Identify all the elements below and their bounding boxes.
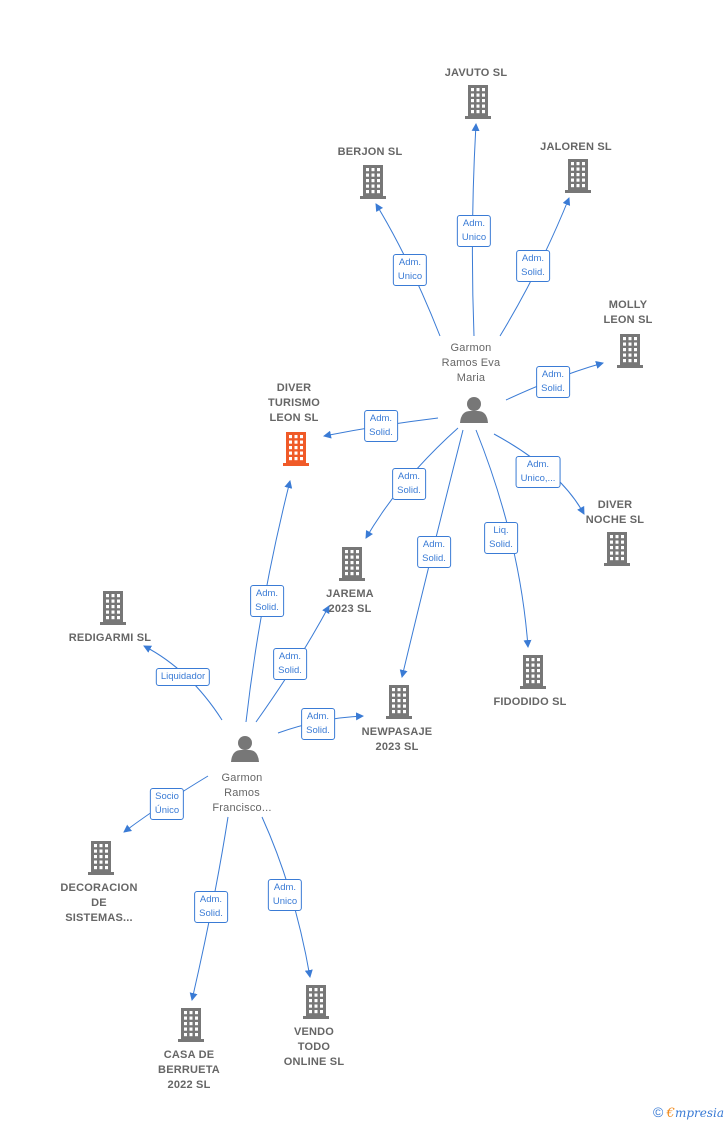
node-label-redigarmi[interactable]: REDIGARMI SL <box>68 632 152 644</box>
edge-label-eva-divernoche: Adm. Unico,... <box>515 456 561 488</box>
building-icon-decoracion[interactable] <box>88 841 114 875</box>
node-label-eva[interactable]: Garmon Ramos Eva Maria <box>441 342 501 384</box>
edge-label-francisco-redigarmi: Liquidador <box>155 668 211 686</box>
node-label-javuto[interactable]: JAVUTO SL <box>444 67 508 79</box>
node-label-decoracion[interactable]: DECORACION DE SISTEMAS... <box>60 882 138 924</box>
node-label-molly[interactable]: MOLLY LEON SL <box>603 299 653 326</box>
empresia-logo-text: mpresia <box>674 1106 724 1120</box>
edge-label-eva-newpasaje: Adm. Solid. <box>417 536 451 568</box>
edge-label-eva-diverturismo: Adm. Solid. <box>364 410 398 442</box>
building-icon-jaloren[interactable] <box>565 159 591 193</box>
edge-label-eva-berjon: Adm. Unico <box>392 254 428 286</box>
person-icon-eva[interactable] <box>460 397 488 423</box>
edge-label-francisco-newpasaje: Adm. Solid. <box>301 708 335 740</box>
building-icon-berjon[interactable] <box>360 165 386 199</box>
building-icon-casa[interactable] <box>178 1008 204 1042</box>
person-icon-francisco[interactable] <box>231 736 259 762</box>
edge-label-francisco-casa: Adm. Solid. <box>194 891 228 923</box>
edge-label-francisco-diverturismo: Adm. Solid. <box>250 585 284 617</box>
building-icon-javuto[interactable] <box>465 85 491 119</box>
node-label-francisco[interactable]: Garmon Ramos Francisco... <box>212 772 272 814</box>
building-icon-newpasaje[interactable] <box>386 685 412 719</box>
node-label-vendo[interactable]: VENDO TODO ONLINE SL <box>283 1026 345 1068</box>
edge-label-eva-javuto: Adm. Unico <box>456 215 492 247</box>
node-label-jarema[interactable]: JAREMA 2023 SL <box>326 588 374 615</box>
edge-label-eva-jarema: Adm. Solid. <box>392 468 426 500</box>
building-icon-vendo[interactable] <box>303 985 329 1019</box>
node-label-casa[interactable]: CASA DE BERRUETA 2022 SL <box>158 1049 220 1091</box>
edge-label-eva-fidodido: Liq. Solid. <box>484 522 518 554</box>
node-label-jaloren[interactable]: JALOREN SL <box>540 141 612 153</box>
node-label-berjon[interactable]: BERJON SL <box>337 146 403 158</box>
building-icon-redigarmi[interactable] <box>100 591 126 625</box>
edge-label-eva-molly: Adm. Solid. <box>536 366 570 398</box>
building-icon-diverturismo[interactable] <box>283 432 309 466</box>
edge-label-francisco-vendo: Adm. Unico <box>267 879 303 911</box>
edge-label-francisco-decoracion: Socio Único <box>149 788 185 820</box>
node-label-fidodido[interactable]: FIDODIDO SL <box>493 696 567 708</box>
edge-label-eva-jaloren: Adm. Solid. <box>516 250 550 282</box>
node-label-diverturismo[interactable]: DIVER TURISMO LEON SL <box>267 382 321 424</box>
edge-label-francisco-jarema: Adm. Solid. <box>273 648 307 680</box>
building-icon-divernoche[interactable] <box>604 532 630 566</box>
empresia-logo-initial: € <box>666 1106 675 1121</box>
building-icon-jarema[interactable] <box>339 547 365 581</box>
copyright-icon: © <box>652 1104 664 1120</box>
building-icon-molly[interactable] <box>617 334 643 368</box>
node-label-divernoche[interactable]: DIVER NOCHE SL <box>585 499 645 526</box>
node-label-newpasaje[interactable]: NEWPASAJE 2023 SL <box>361 726 433 753</box>
empresia-footer[interactable]: © €mpresia <box>653 1104 724 1121</box>
building-icon-fidodido[interactable] <box>520 655 546 689</box>
